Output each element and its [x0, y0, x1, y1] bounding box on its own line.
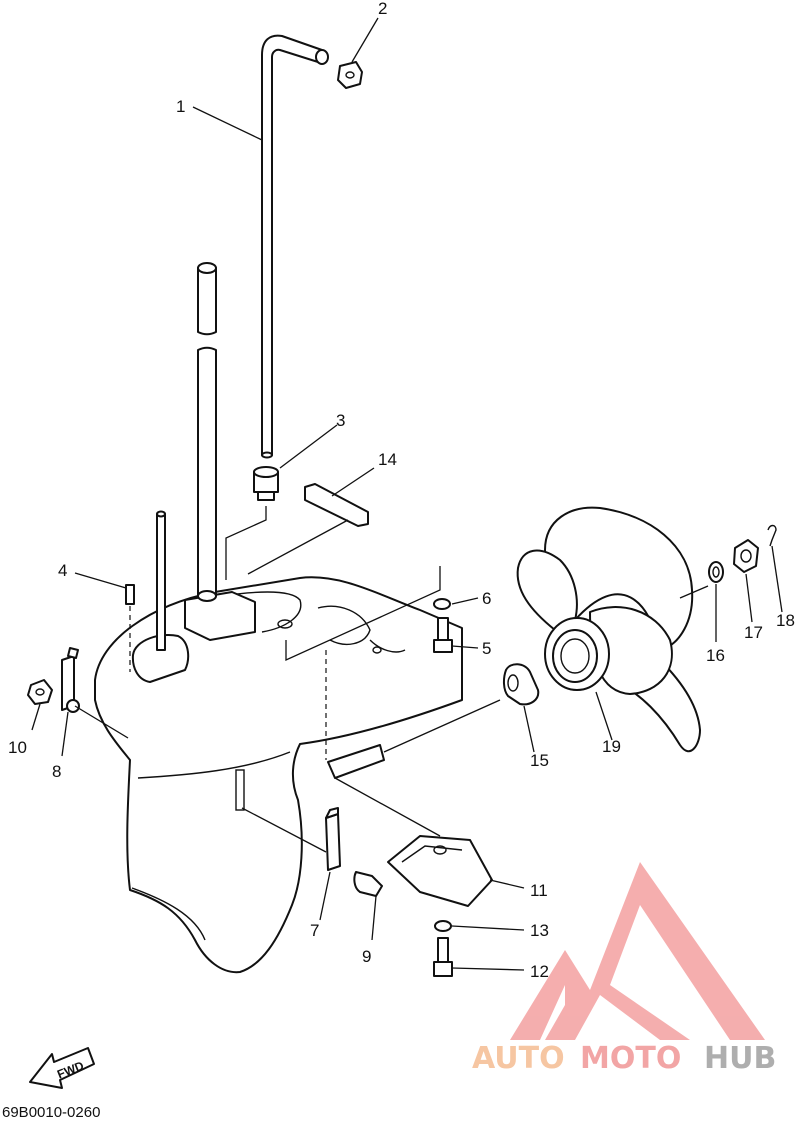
callout-12: 12 [530, 962, 549, 981]
water-tube-part-1 [261, 34, 329, 459]
drawing-code: 69B0010-0260 [2, 1104, 100, 1121]
forward-direction-arrow: FWD [29, 1047, 95, 1089]
cotter-pin-part-18 [767, 524, 777, 547]
callout-9: 9 [362, 947, 371, 966]
watermark-text-moto: MOTO [580, 1041, 681, 1076]
bolt-part-12 [433, 937, 453, 977]
assembly-lines [129, 606, 327, 760]
callout-11: 11 [530, 881, 548, 900]
anode-part-11 [387, 835, 493, 907]
plate-part-14 [304, 483, 369, 527]
drive-shaft [197, 262, 217, 602]
leader-lines [31, 17, 783, 971]
watermark-text-auto: AUTO [472, 1041, 565, 1076]
washer-part-16 [708, 561, 724, 583]
callout-15: 15 [530, 751, 549, 770]
callout-10: 10 [8, 738, 27, 757]
callout-17: 17 [744, 623, 763, 642]
nut-part-17 [733, 539, 759, 573]
callout-4: 4 [58, 561, 67, 580]
callout-2: 2 [378, 0, 387, 18]
callout-13: 13 [530, 921, 549, 940]
lower-casing [94, 576, 463, 974]
bolt-part-5 [433, 617, 453, 653]
callout-1: 1 [176, 97, 185, 116]
callout-7: 7 [310, 921, 319, 940]
shift-rod [156, 510, 166, 651]
automotohub-watermark: AUTO MOTO HUB [472, 862, 776, 1076]
callout-18: 18 [776, 611, 795, 630]
callout-16: 16 [706, 646, 725, 665]
watermark-text-hub: HUB [704, 1041, 776, 1076]
pump-housing [131, 591, 256, 683]
propeller-shaft [327, 744, 385, 779]
seal-part-3 [253, 466, 279, 501]
grommet-part-2 [337, 61, 363, 89]
washer-part-6 [433, 598, 451, 610]
callout-3: 3 [336, 411, 345, 430]
bracket-part-8 [61, 647, 80, 713]
lever-part-7 [325, 807, 341, 871]
nut-part-10 [27, 679, 53, 705]
callout-5: 5 [482, 639, 491, 658]
callout-8: 8 [52, 762, 61, 781]
screw-part-9 [353, 871, 383, 897]
dowel-pin-part-4 [125, 584, 135, 605]
callout-6: 6 [482, 589, 491, 608]
lock-washer-part-13 [434, 920, 452, 932]
watermark-logo-icon [510, 862, 765, 1040]
callout-labels: 1 2 3 4 5 6 7 8 9 10 11 12 13 14 15 16 1… [8, 0, 795, 981]
propeller-part-19 [516, 506, 701, 753]
callout-14: 14 [378, 450, 397, 469]
callout-19: 19 [602, 737, 621, 756]
spacer-part-15 [502, 663, 540, 706]
